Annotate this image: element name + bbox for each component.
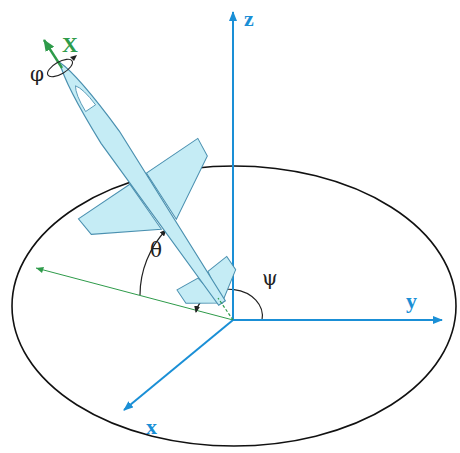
theta-arc <box>140 230 166 295</box>
axis-label: X <box>62 34 78 56</box>
axis-label: ψ <box>262 268 278 288</box>
axis-label: z <box>244 8 254 30</box>
axis-label: y <box>406 290 417 312</box>
roll-arrow <box>45 56 75 80</box>
axis-label: x <box>146 416 157 438</box>
body-x-axis <box>44 40 62 68</box>
axis-label: φ <box>30 64 44 84</box>
x-axis <box>124 320 233 410</box>
axis-label: θ <box>150 240 162 260</box>
airplane <box>0 22 282 343</box>
y-axis <box>233 319 442 321</box>
